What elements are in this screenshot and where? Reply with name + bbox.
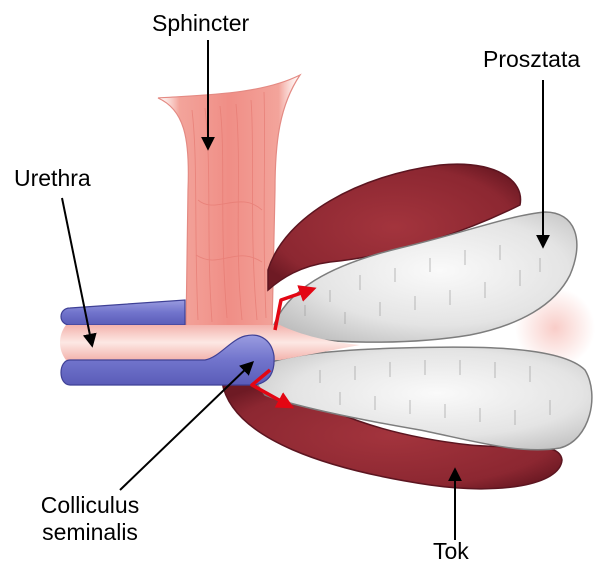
label-colliculus-line1: Colliculus [15,492,165,519]
label-tok: Tok [433,538,469,565]
label-prosztata: Prosztata [483,46,580,73]
label-sphincter: Sphincter [152,10,249,37]
label-urethra: Urethra [14,165,91,192]
label-colliculus-seminalis: Colliculus seminalis [15,492,165,546]
label-colliculus-line2: seminalis [15,519,165,546]
urethra-wall-top [61,300,185,325]
sphincter-muscle [158,75,300,330]
